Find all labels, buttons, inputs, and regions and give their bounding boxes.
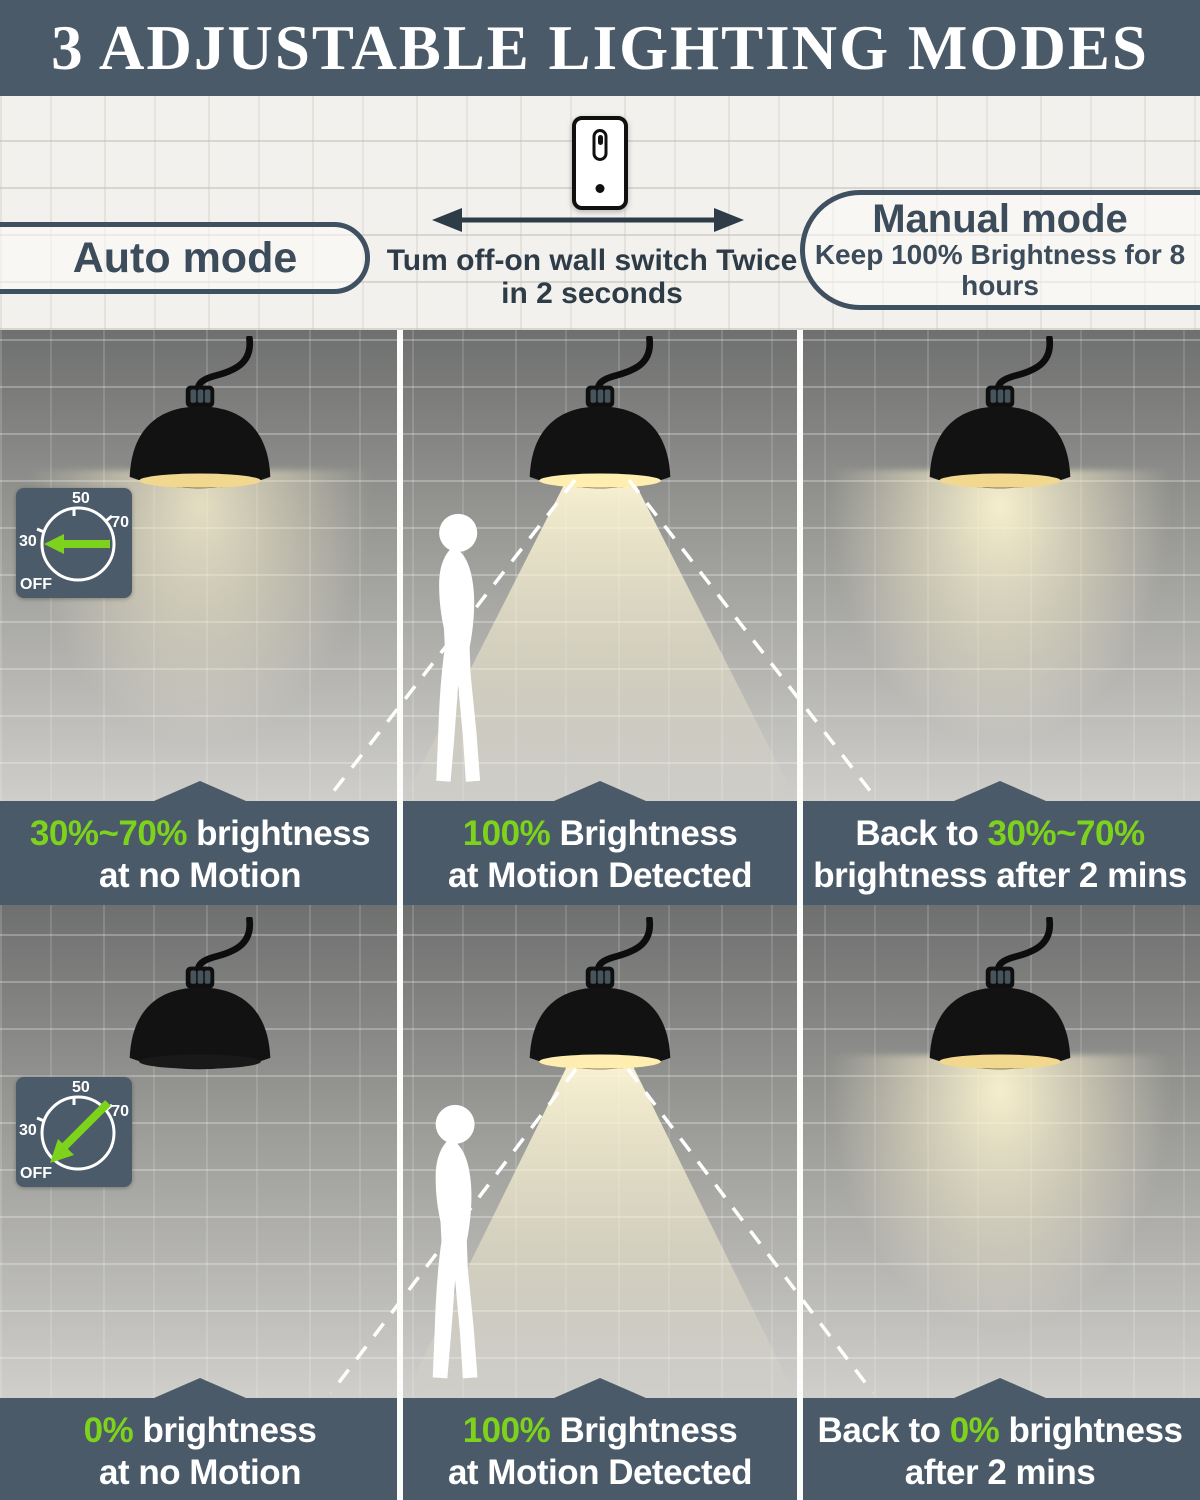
wall-sconce-lamp-icon: [905, 336, 1095, 498]
caption-line2: after 2 mins: [904, 1453, 1096, 1492]
caption-text: brightness: [186, 814, 371, 853]
switch-dot-icon: [595, 184, 605, 193]
caption-r1c3: Back to 30%~70% brightness after 2 mins: [800, 801, 1200, 905]
caption-r2c1: 0% brightness at no Motion: [0, 1398, 400, 1500]
caption-line2: at no Motion: [98, 856, 302, 895]
caption-highlight: 0%: [949, 1411, 1000, 1450]
light-glow: [810, 1055, 1190, 1355]
caption-text: Brightness: [550, 1411, 738, 1450]
wall-sconce-lamp-icon: [505, 336, 695, 498]
caption-line1: 30%~70% brightness: [0, 813, 400, 855]
column-divider: [797, 330, 803, 1500]
caption-text: brightness: [133, 1411, 317, 1450]
dial-graphic: [36, 1095, 116, 1171]
caption-highlight: 100%: [462, 1411, 551, 1450]
person-silhouette-icon: [410, 1101, 508, 1393]
wall-switch-icon: [572, 116, 628, 210]
switch-instruction: Tum off-on wall switch Twice in 2 second…: [366, 244, 818, 312]
cell-no-motion-off: 50 70 30 OFF 0% brightness at no Motion: [0, 905, 400, 1500]
caption-text: Brightness: [550, 814, 738, 853]
caption-r1c1: 30%~70% brightness at no Motion: [0, 801, 400, 905]
cell-no-motion-dim: 50 70 30 OFF 30%~70% brightness at no Mo…: [0, 330, 400, 905]
manual-mode-subtext: Keep 100% Brightness for 8 hours: [814, 239, 1186, 301]
caption-text: Back to: [817, 1411, 950, 1450]
page-title: 3 ADJUSTABLE LIGHTING MODES: [51, 12, 1149, 83]
dial-graphic: [36, 506, 116, 582]
caption-line1: 100% Brightness: [400, 1410, 800, 1452]
wall-sconce-lamp-icon: [105, 917, 295, 1079]
cell-motion-detected: 100% Brightness at Motion Detected: [400, 330, 800, 905]
header-banner: 3 ADJUSTABLE LIGHTING MODES: [0, 0, 1200, 96]
dial-label-50: 50: [72, 490, 90, 507]
caption-highlight: 30%~70%: [987, 814, 1146, 853]
caption-text: Back to: [855, 814, 988, 853]
dial-label-off: OFF: [20, 576, 52, 593]
dial-label-70: 70: [111, 514, 129, 531]
switch-toggle-icon: [592, 129, 608, 161]
caption-line2: at Motion Detected: [447, 1453, 753, 1492]
wall-sconce-lamp-icon: [905, 917, 1095, 1079]
dial-label-off: OFF: [20, 1165, 52, 1182]
column-divider: [397, 330, 403, 1500]
manual-mode-label: Manual mode: [872, 197, 1128, 242]
sensor-dial-icon: 50 70 30 OFF: [16, 488, 132, 598]
dial-label-70: 70: [111, 1103, 129, 1120]
auto-mode-pill: Auto mode: [0, 222, 370, 294]
manual-mode-pill: Manual mode Keep 100% Brightness for 8 h…: [800, 190, 1200, 310]
auto-mode-row: 50 70 30 OFF 30%~70% brightness at no Mo…: [0, 330, 1200, 905]
caption-highlight: 0%: [83, 1411, 134, 1450]
person-silhouette-icon: [414, 510, 510, 796]
caption-highlight: 100%: [462, 814, 551, 853]
switch-instruction-line1: Tum off-on wall switch Twice: [386, 244, 798, 277]
caption-r2c2: 100% Brightness at Motion Detected: [400, 1398, 800, 1500]
caption-line1: 0% brightness: [0, 1410, 400, 1452]
caption-line1: Back to 0% brightness: [800, 1410, 1200, 1452]
caption-highlight: 30%~70%: [29, 814, 188, 853]
dial-label-30: 30: [19, 1122, 37, 1139]
caption-line2: brightness after 2 mins: [813, 856, 1187, 895]
caption-r1c2: 100% Brightness at Motion Detected: [400, 801, 800, 905]
wall-sconce-lamp-icon: [105, 336, 295, 498]
caption-line1: 100% Brightness: [400, 813, 800, 855]
switch-instruction-line2: in 2 seconds: [501, 277, 683, 310]
caption-line1: Back to 30%~70%: [800, 813, 1200, 855]
cell-back-to-off: Back to 0% brightness after 2 mins: [800, 905, 1200, 1500]
wall-sconce-lamp-icon: [505, 917, 695, 1079]
dial-label-30: 30: [19, 533, 37, 550]
caption-text: brightness: [999, 1411, 1183, 1450]
auto-mode-row-off: 50 70 30 OFF 0% brightness at no Motion …: [0, 905, 1200, 1500]
cell-back-to-dim: Back to 30%~70% brightness after 2 mins: [800, 330, 1200, 905]
double-arrow-icon: [432, 208, 744, 232]
light-glow: [810, 470, 1190, 770]
dial-label-50: 50: [72, 1079, 90, 1096]
caption-line2: at Motion Detected: [447, 856, 753, 895]
caption-line2: at no Motion: [98, 1453, 302, 1492]
sensor-dial-icon: 50 70 30 OFF: [16, 1077, 132, 1187]
caption-r2c3: Back to 0% brightness after 2 mins: [800, 1398, 1200, 1500]
auto-mode-label: Auto mode: [72, 233, 298, 282]
mode-switch-zone: Auto mode Manual mode Keep 100% Brightne…: [0, 96, 1200, 330]
cell-motion-detected: 100% Brightness at Motion Detected: [400, 905, 800, 1500]
